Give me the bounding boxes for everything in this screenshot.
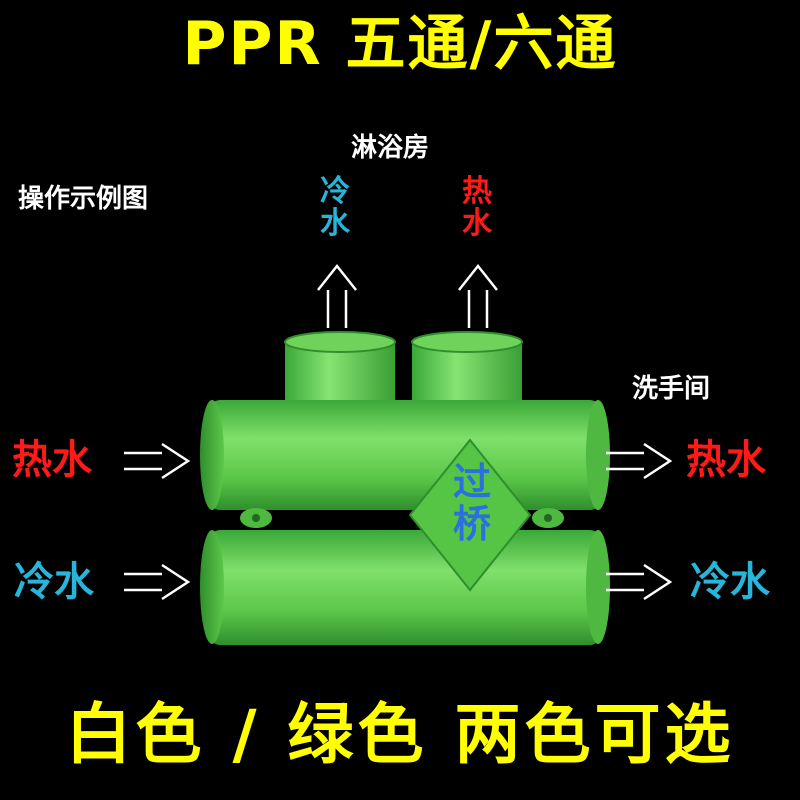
arrow-right-icon [124,442,191,480]
cold-water-pipe [200,530,610,645]
mounting-lug-left [240,508,272,528]
operation-label: 操作示例图 [18,184,149,214]
mounting-lug-right [532,508,564,528]
arrow-up-icon [317,263,357,328]
left-cold-water-label: 冷水 [14,559,94,605]
arrow-right-icon [606,442,673,480]
shower-hot-water-label: 热水 [462,174,492,241]
color-options-text: 白色 / 绿色 两色可选 [65,696,735,773]
arrow-right-icon [124,563,191,601]
washroom-label: 洗手间 [632,374,711,404]
right-cold-water-label: 冷水 [690,559,770,605]
page-title: PPR 五通/六通 [182,9,618,79]
arrow-right-icon [606,563,673,601]
arrow-up-icon [458,263,498,328]
shower-cold-water-label: 冷水 [320,174,350,241]
left-hot-water-label: 热水 [12,437,92,483]
shower-room-label: 淋浴房 [351,133,430,163]
bridge-label: 过桥 [452,460,491,546]
right-hot-water-label: 热水 [686,437,766,483]
hot-water-pipe [200,400,610,510]
bridge-connector [408,438,532,592]
